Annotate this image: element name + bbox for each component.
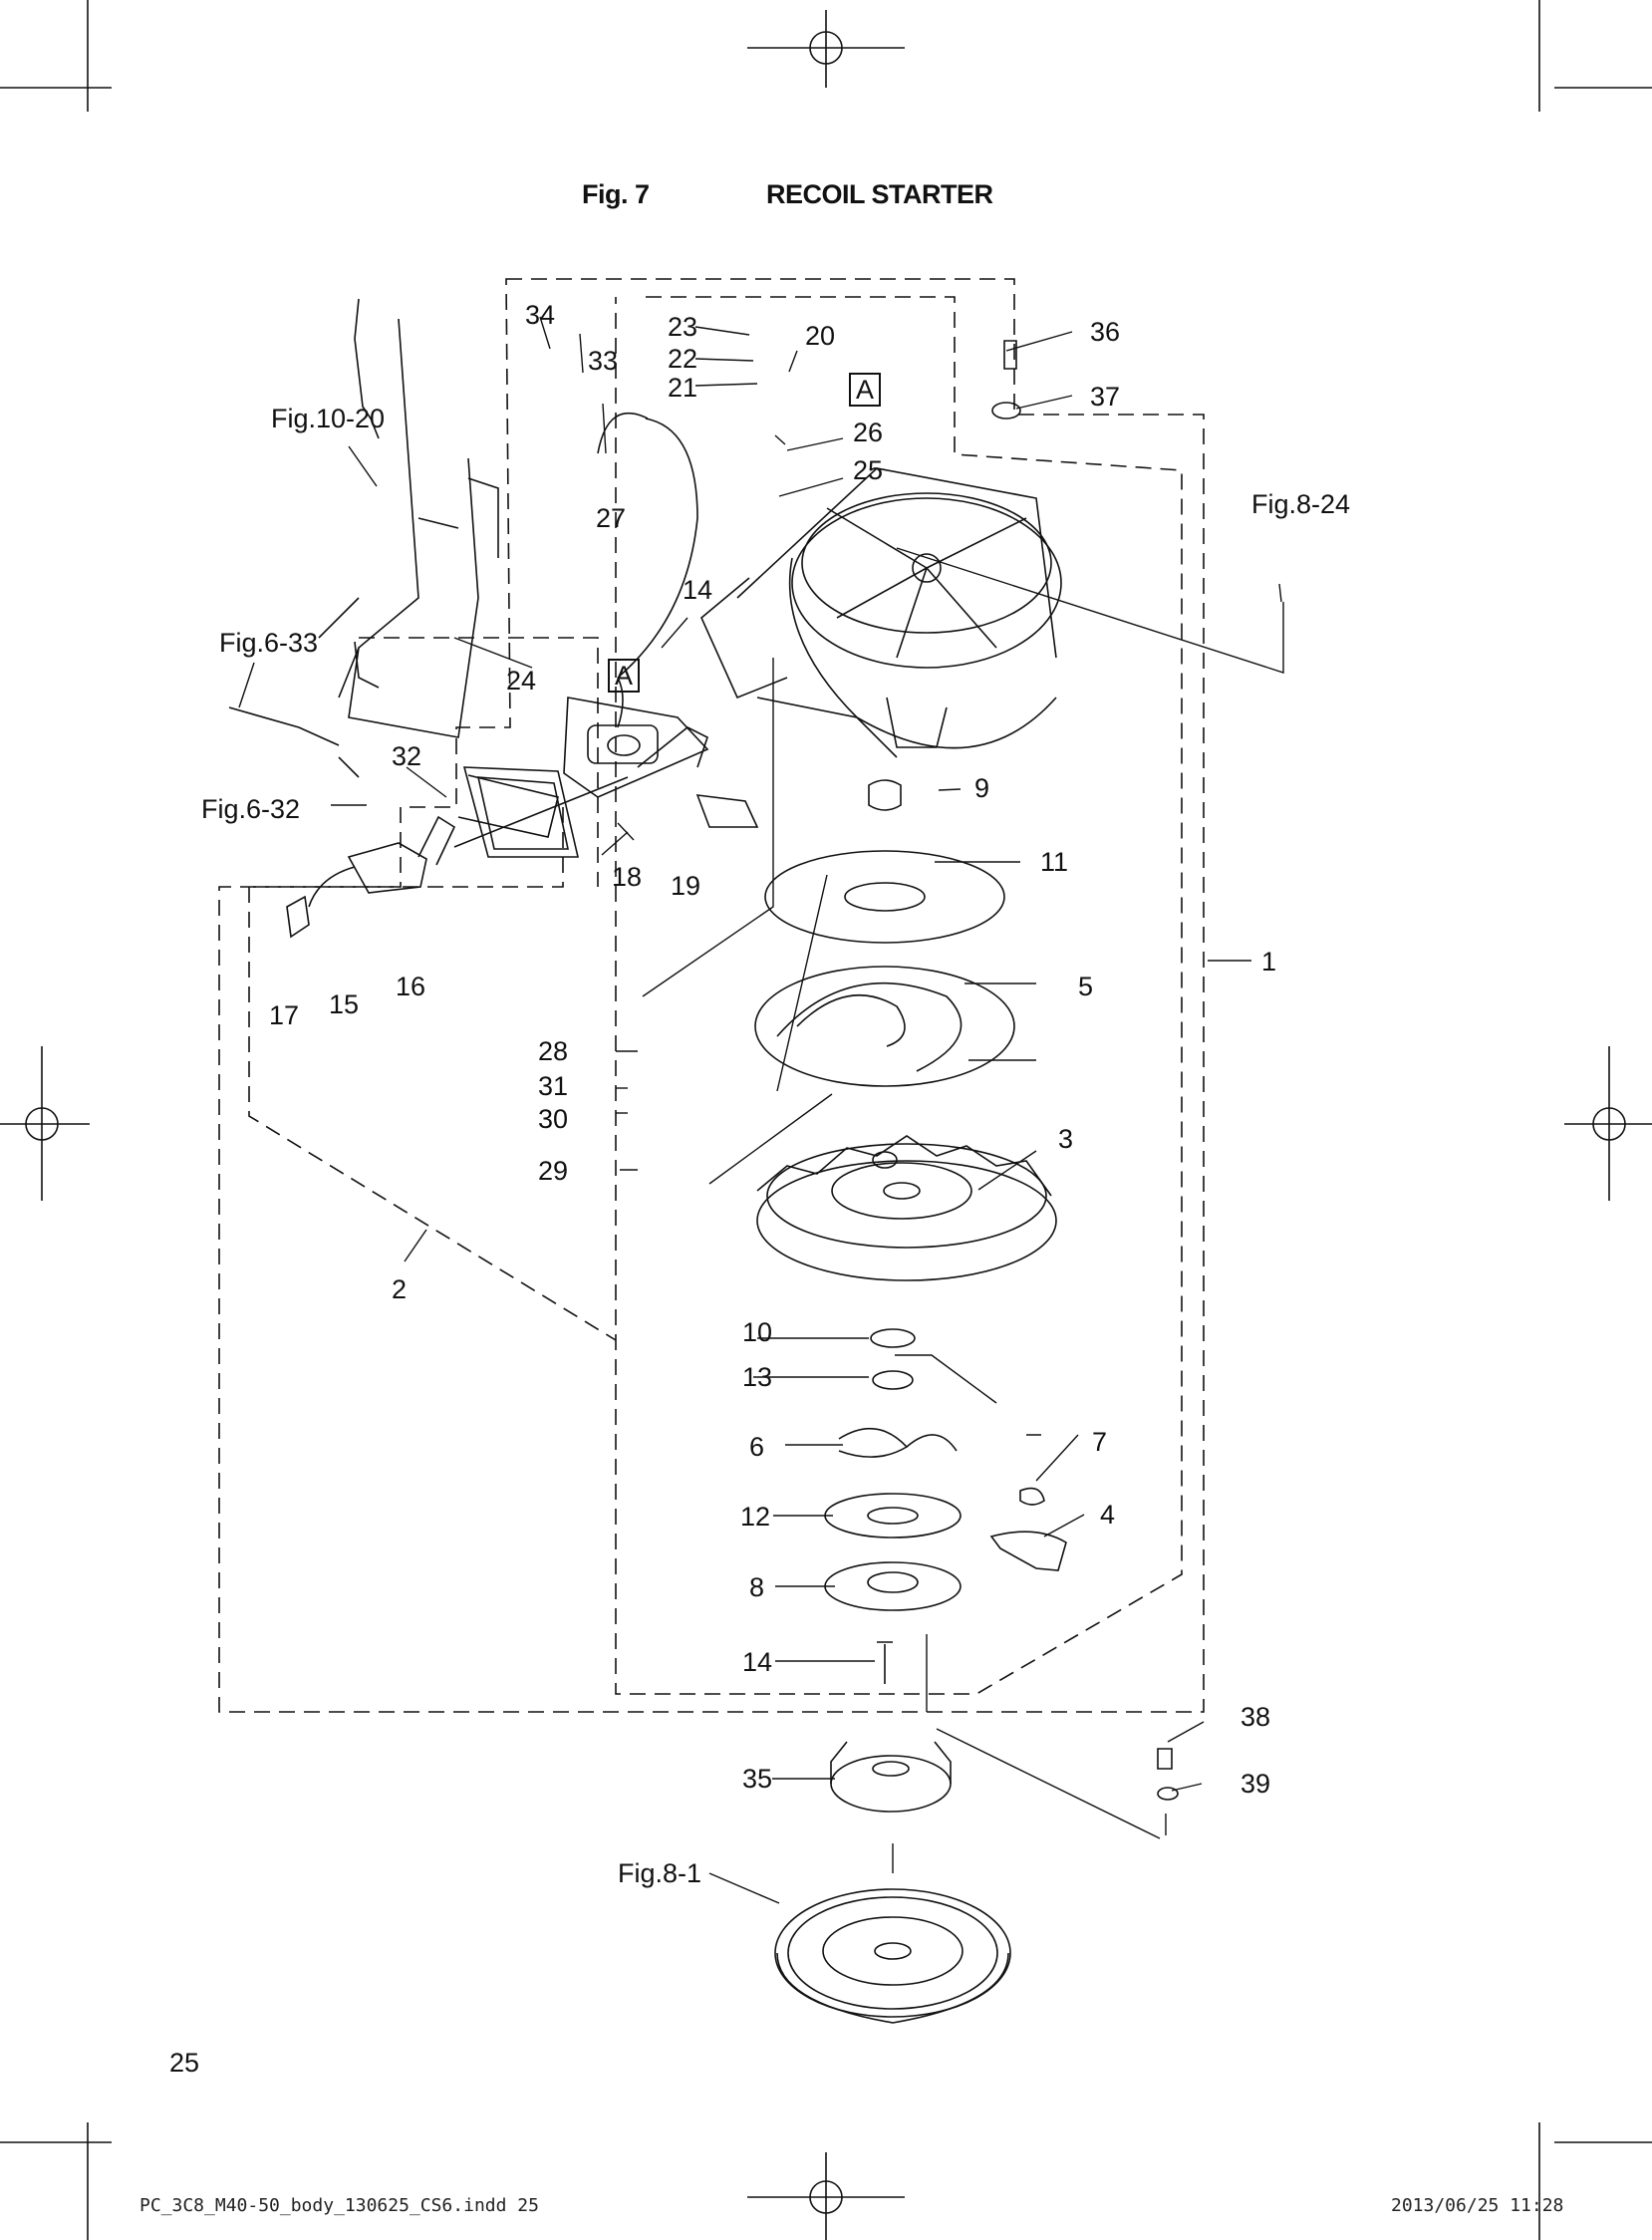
part-label-8: 8 — [749, 1572, 765, 1602]
part-label-16: 16 — [396, 972, 426, 1001]
part-label-15: 15 — [329, 989, 360, 1019]
part-label-3: 3 — [1058, 1124, 1074, 1154]
part-label-11: 11 — [1040, 847, 1069, 877]
page-number: 25 — [169, 2048, 200, 2078]
part-label-26: 26 — [853, 418, 884, 447]
part-label-31: 31 — [538, 1071, 569, 1101]
part-label-20: 20 — [805, 321, 836, 351]
part-label-35: 35 — [742, 1764, 773, 1794]
figure-title: RECOIL STARTER — [766, 179, 993, 209]
part-label-4: 4 — [1100, 1500, 1116, 1530]
part-label-34: 34 — [525, 300, 556, 330]
part-label-9: 9 — [974, 773, 990, 803]
part-label-14-bottom: 14 — [742, 1647, 773, 1677]
part-label-33: 33 — [588, 346, 619, 376]
part-label-1: 1 — [1261, 947, 1277, 977]
footer-filename: PC_3C8_M40-50_body_130625_CS6.indd 25 — [139, 2195, 539, 2216]
part-label-7: 7 — [1092, 1427, 1108, 1457]
part-label-29: 29 — [538, 1156, 569, 1186]
part-label-24: 24 — [506, 666, 537, 696]
part-label-38: 38 — [1240, 1702, 1271, 1732]
part-label-19: 19 — [671, 871, 701, 901]
part-label-5: 5 — [1078, 972, 1094, 1001]
box-a-top: A — [849, 373, 882, 407]
part-label-39: 39 — [1240, 1769, 1271, 1799]
internal-parts — [754, 779, 1067, 1684]
part-label-14-top: 14 — [683, 575, 713, 605]
ratchet-and-flywheel — [774, 340, 1179, 2024]
part-label-17: 17 — [269, 1000, 300, 1030]
part-label-37: 37 — [1090, 382, 1121, 412]
ref-fig6-32: Fig.6-32 — [201, 794, 301, 824]
part-label-21: 21 — [668, 373, 698, 403]
box-a-mid: A — [608, 659, 641, 693]
part-label-13: 13 — [742, 1362, 773, 1392]
ref-fig10-20: Fig.10-20 — [271, 404, 386, 433]
figure-number: Fig. 7 — [582, 179, 650, 209]
part-label-28: 28 — [538, 1036, 569, 1066]
part-label-6: 6 — [749, 1432, 765, 1462]
part-label-30: 30 — [538, 1104, 569, 1134]
part-label-12: 12 — [740, 1502, 771, 1532]
ref-fig8-24: Fig.8-24 — [1251, 489, 1351, 519]
part-label-27: 27 — [596, 503, 627, 533]
part-label-25: 25 — [853, 455, 884, 485]
part-label-18: 18 — [612, 862, 643, 892]
leader-lines — [238, 316, 1284, 1904]
part-label-10: 10 — [742, 1317, 773, 1347]
part-label-23: 23 — [668, 312, 698, 342]
part-label-2: 2 — [392, 1274, 408, 1304]
footer-timestamp: 2013/06/25 11:28 — [1391, 2195, 1564, 2216]
ref-fig8-1: Fig.8-1 — [618, 1858, 702, 1888]
part-label-22: 22 — [668, 344, 698, 374]
ref-fig6-33: Fig.6-33 — [219, 628, 319, 658]
group-outlines — [218, 278, 1205, 1713]
part-label-36: 36 — [1090, 317, 1121, 347]
starter-housing — [700, 467, 1062, 758]
part-label-32: 32 — [392, 741, 422, 771]
handle-and-guide-parts — [228, 298, 759, 939]
